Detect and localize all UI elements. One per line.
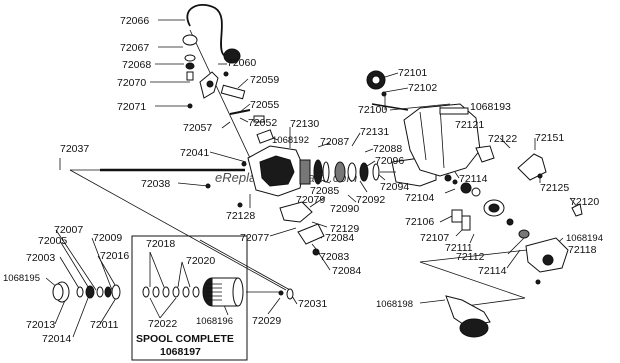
- label-72009: 72009: [93, 232, 122, 244]
- label-72084-a: 72084: [325, 232, 354, 244]
- label-1068194: 1068194: [566, 233, 603, 244]
- part-spool: [202, 277, 244, 307]
- label-72104: 72104: [405, 192, 434, 204]
- part-side-cover: [475, 145, 583, 217]
- label-72114-b: 72114: [478, 265, 507, 277]
- label-72070: 72070: [117, 77, 146, 89]
- label-72018: 72018: [146, 238, 175, 250]
- label-72038: 72038: [141, 178, 170, 190]
- label-72111: 72111: [445, 242, 473, 254]
- label-72125: 72125: [540, 182, 569, 194]
- label-72060: 72060: [227, 57, 256, 69]
- label-72013: 72013: [26, 319, 55, 331]
- label-72052: 72052: [248, 117, 277, 129]
- spool-complete-number: 1068197: [160, 346, 201, 358]
- label-72037: 72037: [60, 143, 89, 155]
- label-72114-a: 72114: [459, 173, 488, 185]
- label-72020: 72020: [186, 255, 215, 267]
- label-72031: 72031: [298, 298, 327, 310]
- label-72121: 72121: [455, 119, 484, 131]
- label-72007: 72007: [54, 224, 83, 236]
- label-72118: 72118: [568, 244, 597, 256]
- part-handle: [445, 295, 491, 338]
- part-drag-washers-left: [76, 284, 121, 300]
- part-spool-pins: [278, 288, 294, 300]
- part-rotor-bearings: [313, 159, 380, 185]
- label-72071: 72071: [117, 101, 146, 113]
- part-bail-trip: [220, 71, 246, 100]
- part-drag-knob: [52, 281, 70, 303]
- part-line-roller-stack: [184, 54, 196, 109]
- spool-complete-caption: SPOOL COMPLETE 1068197: [136, 333, 234, 358]
- label-72077: 72077: [240, 232, 269, 244]
- label-72151: 72151: [535, 132, 564, 144]
- spool-complete-box: [131, 235, 248, 361]
- part-side-plate: [525, 237, 569, 285]
- label-72120: 72120: [570, 196, 599, 208]
- part-bail-wire: [182, 4, 241, 64]
- label-72029: 72029: [252, 315, 281, 327]
- label-1068195: 1068195: [3, 273, 40, 284]
- label-72106: 72106: [405, 216, 434, 228]
- label-1068198: 1068198: [376, 299, 413, 310]
- label-72005: 72005: [38, 235, 67, 247]
- label-72130: 72130: [290, 118, 319, 130]
- label-72102: 72102: [408, 82, 437, 94]
- label-72055: 72055: [250, 99, 279, 111]
- label-72083: 72083: [320, 251, 349, 263]
- part-labels: 72066 72067 72068 72070 72071 72060 7205…: [3, 15, 603, 345]
- label-72041: 72041: [180, 147, 209, 159]
- label-72101: 72101: [398, 67, 427, 79]
- part-bail-arm: [199, 71, 219, 99]
- label-72107: 72107: [420, 232, 449, 244]
- label-72011: 72011: [90, 319, 119, 331]
- label-72022: 72022: [148, 318, 177, 330]
- label-72087: 72087: [320, 136, 349, 148]
- label-72059: 72059: [250, 74, 279, 86]
- label-72122: 72122: [488, 133, 517, 145]
- part-screw-72055: [229, 109, 251, 115]
- part-rotor: [247, 145, 311, 197]
- spool-complete-title: SPOOL COMPLETE: [136, 333, 234, 345]
- label-1068193: 1068193: [470, 101, 511, 113]
- label-72096: 72096: [375, 155, 404, 167]
- label-72079: 72079: [296, 194, 325, 206]
- label-72084-b: 72084: [332, 265, 361, 277]
- part-spring-72052: [253, 115, 265, 123]
- label-72112: 72112: [456, 251, 485, 263]
- label-72090: 72090: [330, 203, 359, 215]
- part-spool-washers: [142, 286, 200, 298]
- label-72092: 72092: [356, 194, 385, 206]
- label-72088: 72088: [373, 143, 402, 155]
- label-72129: 72129: [330, 223, 359, 235]
- label-72016: 72016: [100, 250, 129, 262]
- label-72131: 72131: [360, 126, 389, 138]
- label-72085: 72085: [310, 185, 339, 197]
- label-72057: 72057: [183, 122, 212, 134]
- label-72068: 72068: [122, 59, 151, 71]
- part-reel-body: [403, 103, 481, 177]
- label-72128: 72128: [226, 210, 255, 222]
- label-72003: 72003: [26, 252, 55, 264]
- part-handle-knob-top: [366, 70, 409, 111]
- label-72100: 72100: [358, 104, 387, 116]
- label-72094: 72094: [380, 181, 409, 193]
- label-72014: 72014: [42, 333, 71, 345]
- label-1068192: 1068192: [272, 135, 309, 146]
- part-drive-gear-assembly: [451, 182, 530, 239]
- part-small-pins: [205, 161, 247, 208]
- part-oscillation-slider: [279, 201, 325, 256]
- label-1068196: 1068196: [196, 316, 233, 327]
- part-clip-1068192: [256, 129, 274, 144]
- label-72067: 72067: [120, 42, 149, 54]
- label-72066: 72066: [120, 15, 149, 27]
